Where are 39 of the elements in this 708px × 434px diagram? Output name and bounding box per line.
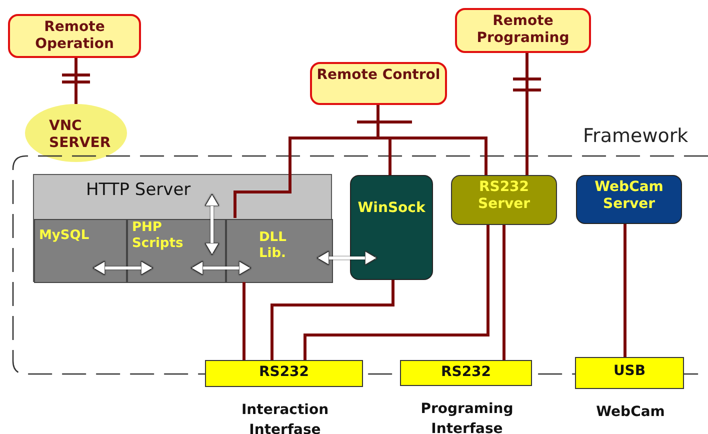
node-label: WinSock <box>358 200 426 217</box>
node-label: Remote Operation <box>34 19 115 53</box>
node-label: RS232 <box>258 364 310 381</box>
node-label: RS232 Server <box>476 179 531 213</box>
connector-line <box>526 53 528 175</box>
server-box <box>451 175 557 225</box>
module-cell <box>127 219 226 283</box>
node-label: VNC SERVER <box>49 118 112 152</box>
node-label: WebCam Server <box>594 179 664 213</box>
remote-function-box <box>8 14 141 58</box>
double-arrow <box>316 250 378 266</box>
connector-line <box>242 282 246 360</box>
connector-line <box>624 224 626 357</box>
double-arrow <box>92 260 154 276</box>
module-cell <box>226 219 333 283</box>
interface-caption: WebCam <box>595 403 666 422</box>
node-label: RS232 <box>440 364 492 381</box>
double-arrow <box>204 194 220 256</box>
interface-caption: Programing Interfase <box>420 400 514 434</box>
connector-line <box>304 225 490 360</box>
framework-heading: Framework <box>583 125 688 148</box>
node-label: Remote Control <box>316 67 440 84</box>
connector-line <box>234 105 380 218</box>
module-cell <box>34 219 127 283</box>
connector-line <box>270 280 394 360</box>
node-label: USB <box>613 363 646 380</box>
server-box <box>576 175 682 224</box>
panel-heading: HTTP Server <box>86 180 191 200</box>
node-label: PHP Scripts <box>132 220 184 252</box>
server-box <box>350 175 433 280</box>
connector-line <box>502 225 506 360</box>
remote-function-box <box>455 8 591 53</box>
node-label: Remote Programing <box>476 13 570 47</box>
remote-function-box <box>310 62 447 105</box>
connector-line <box>74 58 78 104</box>
double-arrow <box>190 260 252 276</box>
http-server-panel <box>33 174 332 282</box>
node-label: DLL Lib. <box>259 230 288 262</box>
node-label: MySQL <box>39 228 90 244</box>
